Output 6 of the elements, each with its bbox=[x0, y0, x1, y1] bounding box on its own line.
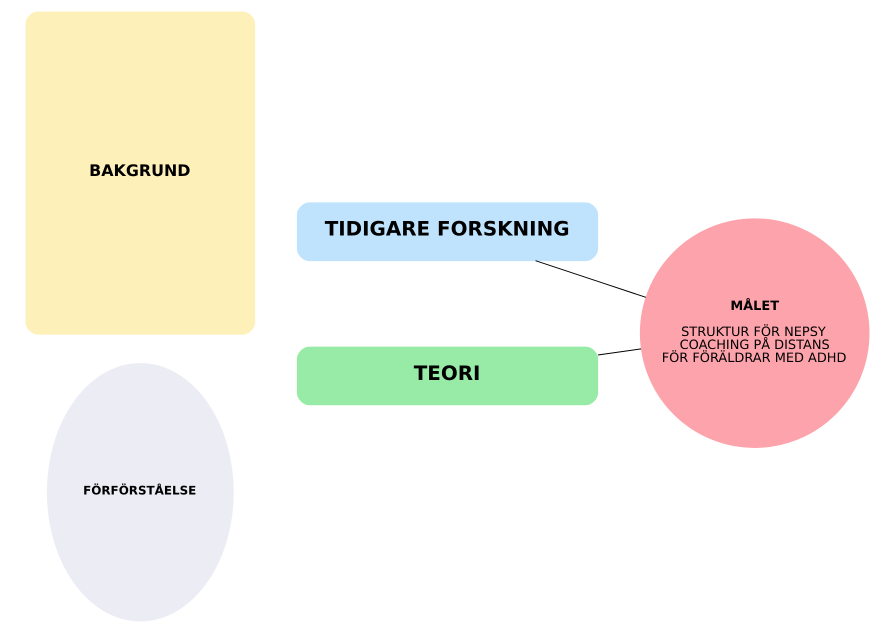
node-box: TEORI bbox=[296, 346, 598, 406]
connector bbox=[596, 348, 642, 356]
node-box: TIDIGARE FORSKNING bbox=[296, 202, 598, 262]
node-box: BAKGRUND bbox=[24, 12, 255, 335]
connector bbox=[534, 260, 646, 298]
node-circle: MÅLET STRUKTUR FÖR NEPSY COACHING PÅ DISTANS FÖR FÖRÄLDRAR MED ADHD bbox=[639, 218, 870, 448]
